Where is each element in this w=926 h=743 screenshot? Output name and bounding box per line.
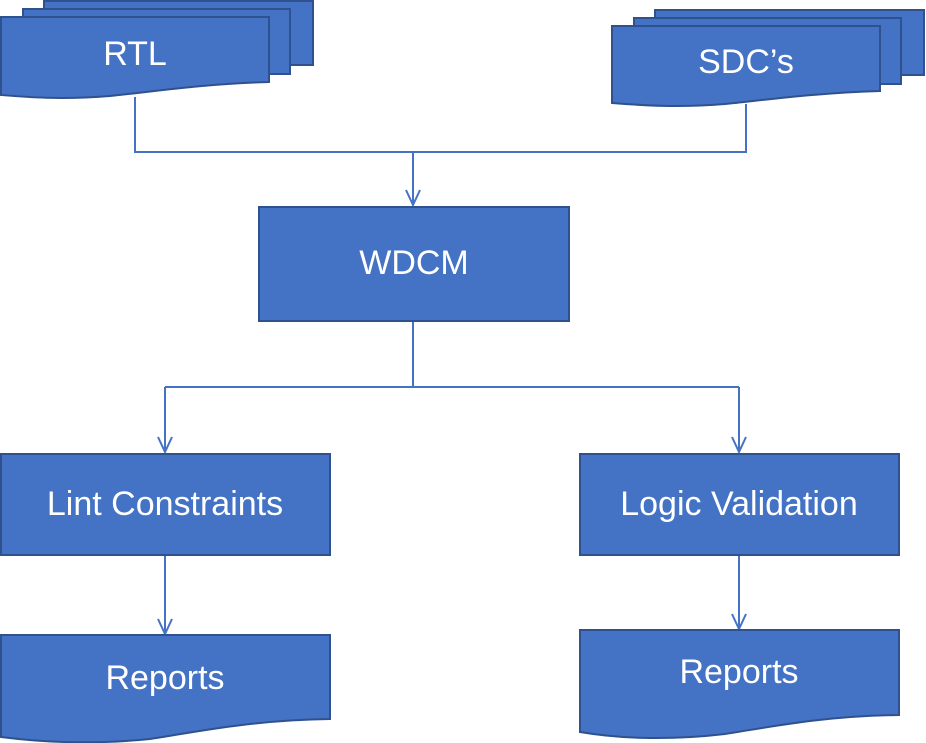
- arrowhead-logic: [731, 436, 747, 455]
- node-rtl[interactable]: RTL: [0, 0, 314, 99]
- reports-lint-label: Reports: [105, 659, 224, 697]
- node-wdcm[interactable]: WDCM: [258, 206, 570, 322]
- wdcm-box: [258, 206, 570, 322]
- logic-validation-box: [579, 453, 900, 556]
- arrowhead-wdcm: [405, 189, 421, 208]
- node-reports-lint[interactable]: Reports: [0, 634, 331, 743]
- reports-logic-document: [579, 629, 900, 740]
- node-reports-logic[interactable]: Reports: [579, 629, 900, 740]
- logic-validation-label: Logic Validation: [620, 485, 858, 523]
- rtl-front-page: [0, 16, 270, 99]
- reports-lint-document: [0, 634, 331, 743]
- reports-logic-label: Reports: [679, 653, 798, 691]
- connector-rtl-to-wdcm: [134, 97, 413, 153]
- arrowhead-lint: [157, 436, 173, 455]
- node-lint-constraints[interactable]: Lint Constraints: [0, 453, 331, 556]
- rtl-label: RTL: [103, 35, 167, 73]
- node-logic-validation[interactable]: Logic Validation: [579, 453, 900, 556]
- connector-sdc-to-wdcm: [413, 104, 747, 153]
- lint-constraints-box: [0, 453, 331, 556]
- connector-wdcm-split: [165, 321, 739, 388]
- wdcm-label: WDCM: [359, 244, 469, 282]
- sdc-front-page: [611, 25, 881, 107]
- lint-constraints-label: Lint Constraints: [47, 485, 283, 523]
- node-sdc[interactable]: SDC’s: [611, 9, 925, 107]
- sdc-label: SDC’s: [698, 43, 794, 81]
